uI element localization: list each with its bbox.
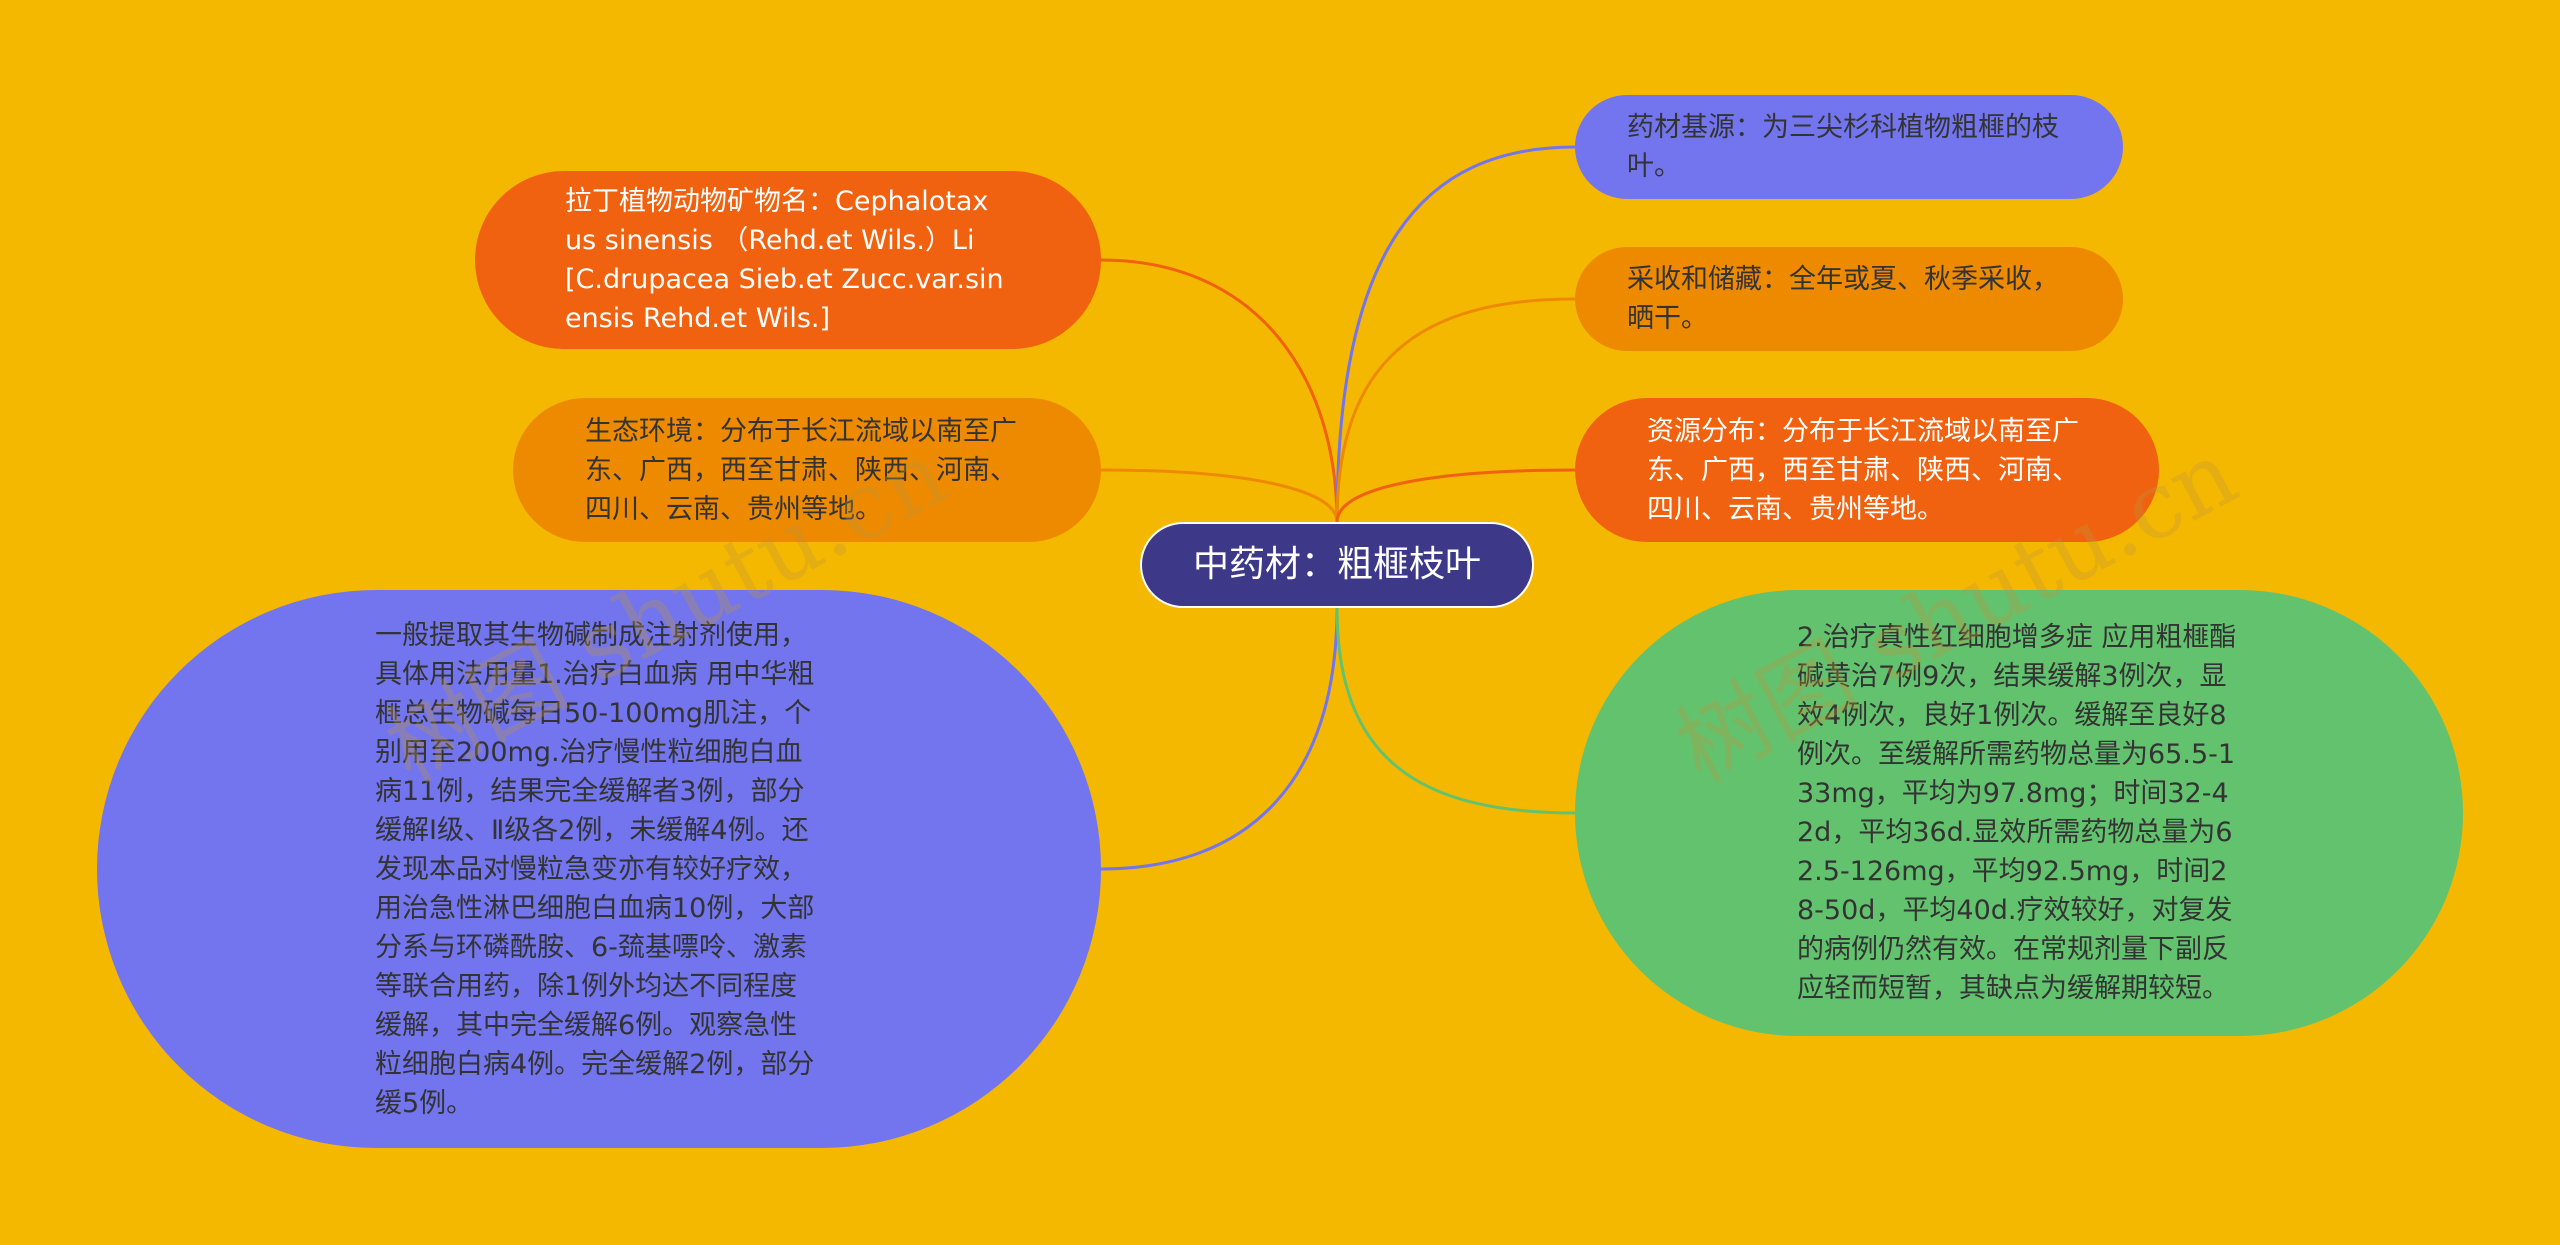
topic-source-text: 药材基源：为三尖杉科植物粗榧的枝叶。 [1627, 112, 2059, 182]
link-latin [1100, 258, 1339, 523]
topic-latin-name-text: 拉丁植物动物矿物名：Cephalotaxus sinensis （Rehd.et… [565, 186, 1004, 334]
topic-ecology-text: 生态环境：分布于长江流域以南至广东、广西，西至甘肃、陕西、河南、四川、云南、贵州… [585, 415, 1017, 525]
topic-distribution[interactable]: 资源分布：分布于长江流域以南至广东、广西，西至甘肃、陕西、河南、四川、云南、贵州… [1575, 398, 2159, 542]
link-distribution [1335, 468, 1576, 523]
link-ecology [1100, 468, 1339, 523]
link-extraction [1100, 607, 1339, 871]
link-treatment [1335, 607, 1576, 815]
root-topic-label: 中药材：粗榧枝叶 [1192, 544, 1481, 585]
topic-treatment[interactable]: 2.治疗真性红细胞增多症 应用粗榧酯碱黄治7例9次，结果缓解3例次，显效4例次，… [1575, 590, 2463, 1036]
topic-extraction-usage-text: 一般提取其生物碱制成注射剂使用，具体用法用量1.治疗白血病 用中华粗榧总生物碱每… [375, 619, 815, 1119]
topic-source[interactable]: 药材基源：为三尖杉科植物粗榧的枝叶。 [1575, 95, 2123, 199]
topic-treatment-text: 2.治疗真性红细胞增多症 应用粗榧酯碱黄治7例9次，结果缓解3例次，显效4例次，… [1797, 622, 2237, 1004]
topic-latin-name[interactable]: 拉丁植物动物矿物名：Cephalotaxus sinensis （Rehd.et… [475, 171, 1101, 349]
topic-extraction-usage[interactable]: 一般提取其生物碱制成注射剂使用，具体用法用量1.治疗白血病 用中华粗榧总生物碱每… [97, 590, 1101, 1148]
topic-ecology[interactable]: 生态环境：分布于长江流域以南至广东、广西，西至甘肃、陕西、河南、四川、云南、贵州… [513, 398, 1101, 542]
topic-harvest-storage[interactable]: 采收和储藏：全年或夏、秋季采收，晒干。 [1575, 247, 2123, 351]
root-topic[interactable]: 中药材：粗榧枝叶 [1140, 522, 1534, 608]
link-harvest [1335, 297, 1576, 523]
topic-distribution-text: 资源分布：分布于长江流域以南至广东、广西，西至甘肃、陕西、河南、四川、云南、贵州… [1647, 415, 2079, 525]
topic-harvest-storage-text: 采收和储藏：全年或夏、秋季采收，晒干。 [1627, 264, 2059, 334]
link-source [1335, 145, 1576, 523]
